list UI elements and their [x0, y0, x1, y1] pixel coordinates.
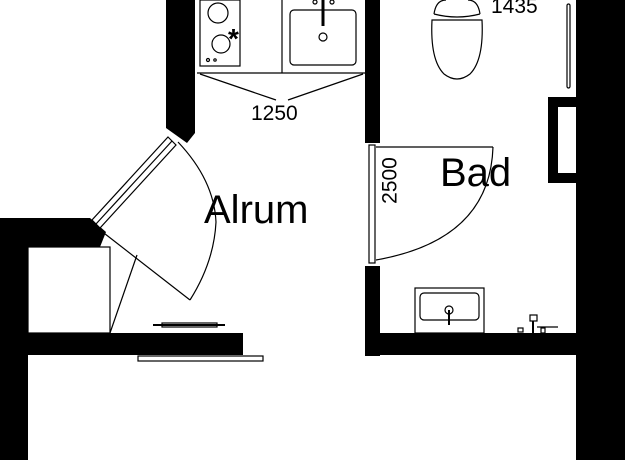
- dimension-bath-width: 1435: [491, 0, 538, 18]
- bath-bottom-wall: [365, 333, 577, 355]
- dimension-line: [287, 73, 364, 101]
- stove: [199, 0, 241, 67]
- towel-rail: [566, 3, 571, 89]
- kitchen-right-wall: [365, 0, 380, 143]
- dimension-line: [199, 73, 277, 101]
- room-label-bad: Bad: [440, 151, 512, 195]
- bath-door-leaf: [368, 144, 376, 264]
- toilet: [431, 19, 483, 80]
- dimension-kitchen-width: 1250: [251, 102, 298, 125]
- storage-box: [27, 246, 111, 334]
- alrum-door: [27, 136, 217, 334]
- left-corner-wall: [0, 218, 106, 460]
- right-outer-wall: [576, 0, 625, 460]
- left-partition-wall: [28, 333, 243, 355]
- shower-valve: [517, 314, 558, 334]
- bath-sink: [414, 287, 485, 334]
- kitchen-left-wall: [166, 0, 195, 143]
- niche-opening: [558, 107, 576, 173]
- stove-switch-icon: *: [228, 23, 239, 54]
- kitchen-counter: *: [197, 0, 365, 101]
- window: [137, 355, 264, 362]
- dimension-bath-length: 2500: [378, 157, 402, 204]
- room-label-alrum: Alrum: [204, 188, 309, 232]
- bath-fixtures: [368, 0, 571, 334]
